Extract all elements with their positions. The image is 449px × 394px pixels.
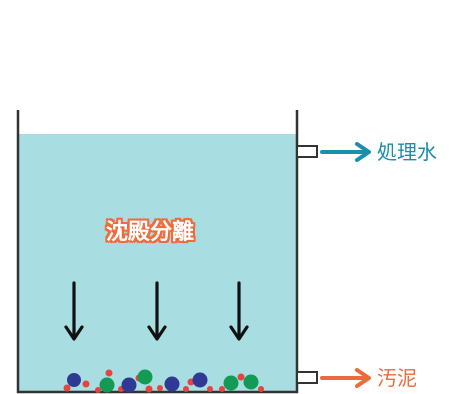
tank-water bbox=[18, 134, 297, 392]
sludge-outlet bbox=[296, 371, 318, 384]
particle bbox=[105, 369, 113, 377]
treated-water-outlet bbox=[296, 145, 318, 158]
particle bbox=[95, 387, 101, 393]
particle bbox=[207, 386, 213, 392]
particle bbox=[223, 375, 239, 391]
particle bbox=[82, 380, 90, 388]
particle bbox=[164, 376, 180, 392]
particle bbox=[145, 385, 153, 393]
particle bbox=[121, 377, 137, 393]
particle bbox=[237, 373, 245, 381]
settled-particles bbox=[63, 369, 264, 393]
particle bbox=[219, 386, 225, 392]
particle bbox=[258, 386, 264, 392]
down-arrow-icon bbox=[229, 281, 249, 341]
down-arrow-icon bbox=[147, 281, 167, 341]
process-title: 沈殿分離 bbox=[106, 220, 195, 245]
particle bbox=[243, 374, 259, 390]
particle bbox=[99, 377, 115, 393]
sludge-label: 汚泥 bbox=[377, 366, 417, 390]
particle bbox=[192, 372, 208, 388]
sludge-arrow-icon bbox=[320, 368, 371, 388]
treated-water-label: 処理水 bbox=[377, 140, 437, 164]
treated-water-arrow-icon bbox=[320, 142, 371, 162]
particle bbox=[63, 384, 71, 392]
particle bbox=[157, 385, 163, 391]
particle bbox=[67, 373, 81, 387]
down-arrow-icon bbox=[64, 281, 84, 341]
particle bbox=[137, 369, 153, 385]
particle bbox=[183, 386, 189, 392]
